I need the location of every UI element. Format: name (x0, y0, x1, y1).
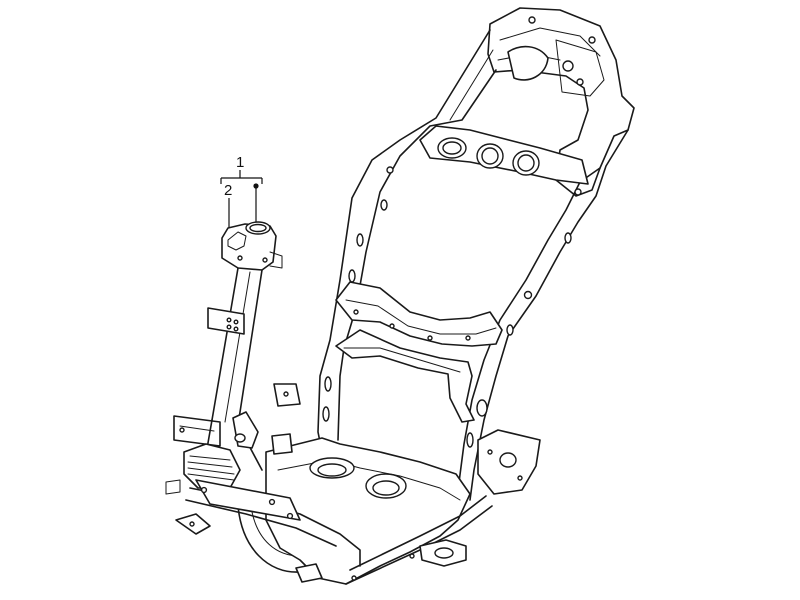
callout-1-bracket (220, 170, 263, 184)
front-downtube-assembly[interactable] (165, 221, 283, 495)
main-frame-cradle[interactable] (175, 7, 635, 585)
callout-2-label[interactable]: 2 (224, 182, 232, 199)
callout-1-dot (253, 183, 259, 189)
callout-group: 1 2 (220, 154, 263, 232)
callout-1-label[interactable]: 1 (236, 154, 244, 171)
